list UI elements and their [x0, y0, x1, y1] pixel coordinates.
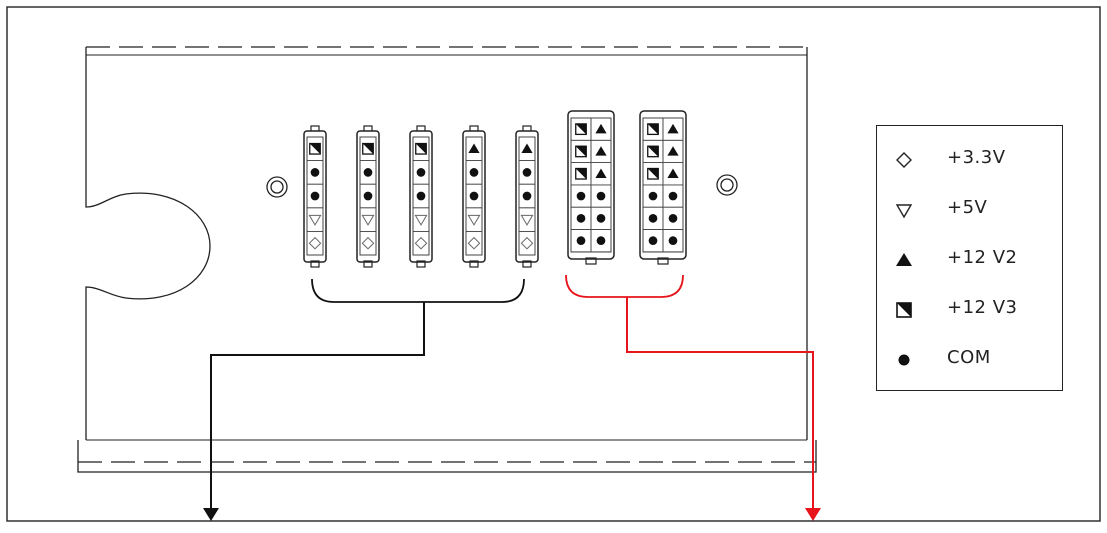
- filled-circle-icon: [648, 214, 658, 223]
- black-connector-group-arrow: [203, 278, 525, 521]
- half-filled-square-icon: [415, 142, 427, 155]
- filled-circle-icon: [576, 214, 586, 223]
- legend-label: +3.3V: [947, 147, 1006, 168]
- legend-item-12v3: +12 V3: [877, 290, 1062, 330]
- filled-circle-icon: [469, 168, 479, 177]
- diamond-outline-icon: [520, 236, 534, 250]
- outer-frame: [6, 6, 1101, 522]
- twelve-pin-connector: [567, 110, 615, 265]
- black-arrow-head: [203, 508, 219, 521]
- half-filled-square-icon: [309, 142, 321, 155]
- triangle-down-outline-icon: [308, 214, 322, 226]
- triangle-up-filled-icon: [896, 253, 912, 266]
- triangle-up-filled-icon: [468, 143, 480, 153]
- five-pin-connectors: [303, 125, 539, 268]
- panel-outline: [85, 47, 211, 440]
- half-filled-square-icon: [896, 302, 912, 318]
- legend-item-com: COM: [877, 340, 1062, 380]
- half-filled-square-icon: [647, 123, 659, 136]
- triangle-up-filled-icon: [667, 123, 679, 134]
- filled-circle-icon: [522, 191, 532, 201]
- mounting-hole-left: [266, 176, 288, 198]
- filled-circle-icon: [596, 236, 606, 245]
- filled-circle-icon: [416, 168, 426, 177]
- half-filled-square-icon: [575, 167, 587, 180]
- filled-circle-icon: [363, 168, 373, 177]
- diamond-outline-icon: [361, 236, 375, 250]
- triangle-up-filled-icon: [595, 123, 607, 134]
- triangle-down-outline-icon: [467, 214, 481, 226]
- triangle-up-filled-icon: [667, 168, 679, 178]
- filled-circle-icon: [668, 191, 678, 201]
- twelve-pin-connector: [639, 110, 687, 265]
- half-filled-square-icon: [575, 145, 587, 158]
- diamond-outline-icon: [308, 236, 322, 250]
- filled-circle-icon: [363, 191, 373, 201]
- twelve-pin-connectors: [567, 110, 687, 265]
- filled-circle-icon: [898, 354, 910, 366]
- triangle-down-outline-icon: [895, 204, 913, 219]
- filled-circle-icon: [668, 236, 678, 245]
- half-filled-square-icon: [575, 123, 587, 136]
- mounting-hole-right: [716, 174, 738, 196]
- legend-item-3v3: +3.3V: [877, 140, 1062, 180]
- filled-circle-icon: [522, 168, 532, 177]
- legend-label: COM: [947, 347, 991, 368]
- triangle-down-outline-icon: [414, 214, 428, 226]
- red-arrow-head: [805, 508, 821, 521]
- triangle-up-filled-icon: [595, 146, 607, 156]
- filled-circle-icon: [310, 191, 320, 201]
- filled-circle-icon: [416, 191, 426, 201]
- five-pin-connector: [303, 125, 327, 268]
- half-filled-square-icon: [647, 167, 659, 180]
- filled-circle-icon: [596, 191, 606, 201]
- legend-label: +12 V2: [947, 247, 1018, 268]
- red-connector-group-arrow: [565, 274, 821, 521]
- filled-circle-icon: [310, 168, 320, 177]
- triangle-up-filled-icon: [595, 168, 607, 178]
- five-pin-connector: [356, 125, 380, 268]
- filled-circle-icon: [576, 191, 586, 201]
- five-pin-connector: [409, 125, 433, 268]
- filled-circle-icon: [576, 236, 586, 245]
- half-filled-square-icon: [362, 142, 374, 155]
- filled-circle-icon: [596, 214, 606, 223]
- legend-label: +5V: [947, 197, 988, 218]
- legend-label: +12 V3: [947, 297, 1018, 318]
- legend-item-12v2: +12 V2: [877, 240, 1062, 280]
- legend-box: +3.3V +5V +12 V2 +12 V3 COM: [876, 125, 1063, 391]
- five-pin-connector: [462, 125, 486, 268]
- diamond-outline-icon: [467, 236, 481, 250]
- diamond-outline-icon: [414, 236, 428, 250]
- diamond-outline-icon: [896, 152, 912, 168]
- triangle-down-outline-icon: [361, 214, 375, 226]
- filled-circle-icon: [648, 236, 658, 245]
- triangle-down-outline-icon: [520, 214, 534, 226]
- triangle-up-filled-icon: [521, 143, 533, 153]
- five-pin-connector: [515, 125, 539, 268]
- filled-circle-icon: [668, 214, 678, 223]
- filled-circle-icon: [469, 191, 479, 201]
- half-filled-square-icon: [647, 145, 659, 158]
- legend-item-5v: +5V: [877, 190, 1062, 230]
- filled-circle-icon: [648, 191, 658, 201]
- panel-bottom-flange: [77, 440, 817, 473]
- triangle-up-filled-icon: [667, 146, 679, 156]
